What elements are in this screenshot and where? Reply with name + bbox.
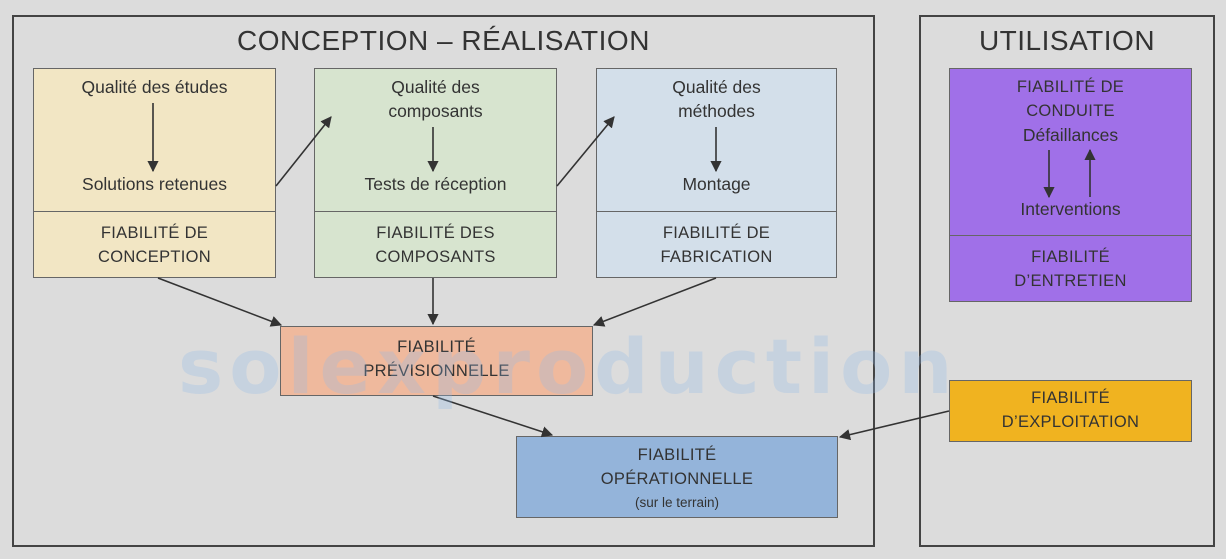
chosen-solutions-text: Solutions retenues bbox=[82, 174, 227, 194]
on-site-note: (sur le terrain) bbox=[634, 495, 720, 510]
box-divider bbox=[315, 211, 556, 212]
arrow-forecast-to-operational bbox=[432, 395, 554, 438]
driving-reliability-box: FIABILITÉ DE CONDUITE Défaillances Inter… bbox=[949, 68, 1192, 302]
manufacturing-reliability-label-1: FIABILITÉ DE bbox=[662, 224, 771, 242]
box-divider bbox=[597, 211, 836, 212]
box-divider bbox=[950, 235, 1191, 236]
methods-quality-line-2: méthodes bbox=[678, 101, 755, 121]
conception-reliability-box: Qualité des études Solutions retenues FI… bbox=[33, 68, 276, 278]
arrow-tests-to-methods bbox=[556, 116, 615, 187]
manufacturing-reliability-label-2: FABRICATION bbox=[660, 248, 773, 266]
manufacturing-reliability-box: Qualité des méthodes Montage FIABILITÉ D… bbox=[596, 68, 837, 278]
arrow-conception-to-forecast bbox=[157, 277, 283, 327]
forecast-reliability-line-2: PRÉVISIONNELLE bbox=[363, 362, 510, 380]
watermark: solexproduction bbox=[178, 322, 959, 411]
operational-reliability-line-1: FIABILITÉ bbox=[637, 446, 717, 464]
forecast-reliability-box: FIABILITÉ PRÉVISIONNELLE bbox=[280, 326, 593, 396]
operational-reliability-box: FIABILITÉ OPÉRATIONNELLE (sur le terrain… bbox=[516, 436, 838, 518]
methods-quality-line-1: Qualité des bbox=[672, 77, 761, 97]
assembly-text: Montage bbox=[682, 174, 751, 194]
operating-reliability-line-2: D’EXPLOITATION bbox=[1001, 413, 1140, 431]
box-divider bbox=[34, 211, 275, 212]
driving-reliability-line-1: FIABILITÉ DE bbox=[1016, 78, 1125, 96]
utilisation-title: UTILISATION bbox=[978, 25, 1156, 56]
components-quality-line-2: composants bbox=[388, 101, 483, 121]
interventions-text: Interventions bbox=[1020, 199, 1121, 219]
conception-realisation-section: CONCEPTION – RÉALISATION bbox=[12, 15, 875, 547]
driving-reliability-line-2: CONDUITE bbox=[1026, 102, 1115, 120]
arrow-operating-to-operational bbox=[838, 410, 950, 441]
components-reliability-label-2: COMPOSANTS bbox=[375, 248, 496, 266]
conception-realisation-title: CONCEPTION – RÉALISATION bbox=[237, 25, 650, 56]
forecast-reliability-line-1: FIABILITÉ bbox=[397, 338, 476, 356]
conception-reliability-label-1: FIABILITÉ DE bbox=[100, 224, 209, 242]
operating-reliability-box: FIABILITÉ D’EXPLOITATION bbox=[949, 380, 1192, 442]
maintenance-reliability-label-2: D’ENTRETIEN bbox=[1014, 272, 1127, 290]
failures-text: Défaillances bbox=[1022, 125, 1119, 145]
reception-tests-text: Tests de réception bbox=[364, 174, 507, 194]
arrow-manufacturing-to-forecast bbox=[592, 277, 717, 327]
study-quality-text: Qualité des études bbox=[81, 77, 228, 97]
operational-reliability-line-2: OPÉRATIONNELLE bbox=[600, 470, 754, 488]
conception-reliability-label-2: CONCEPTION bbox=[97, 248, 211, 266]
operating-reliability-line-1: FIABILITÉ bbox=[1031, 389, 1110, 407]
components-quality-line-1: Qualité des bbox=[391, 77, 480, 97]
utilisation-section: UTILISATION bbox=[919, 15, 1215, 547]
maintenance-reliability-label-1: FIABILITÉ bbox=[1031, 248, 1110, 266]
arrow-solutions-to-components bbox=[275, 116, 332, 187]
components-reliability-label-1: FIABILITÉ DES bbox=[376, 224, 495, 242]
components-reliability-box: Qualité des composants Tests de réceptio… bbox=[314, 68, 557, 278]
